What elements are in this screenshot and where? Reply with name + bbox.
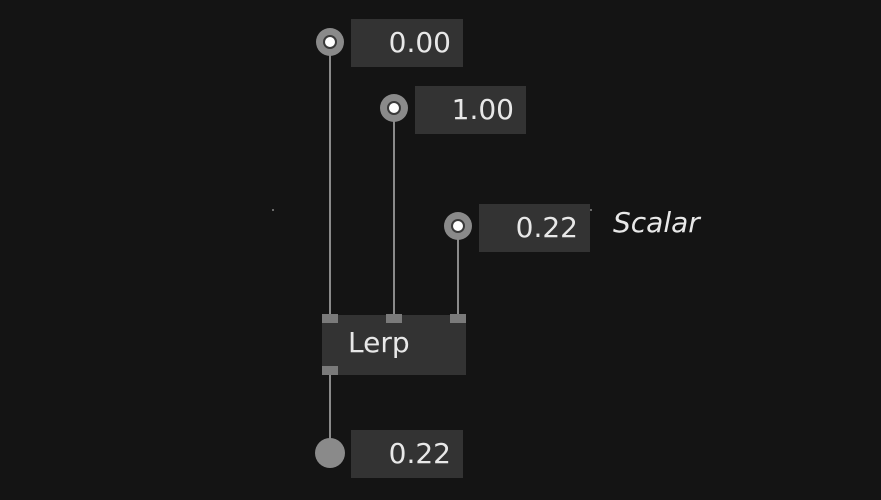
lerp-output-port[interactable] <box>322 366 338 375</box>
input-a-value-field[interactable]: 0.00 <box>351 19 463 67</box>
wire-input-b <box>393 121 395 317</box>
wire-input-a <box>329 55 331 317</box>
input-b-pin-handle[interactable] <box>380 94 408 122</box>
lerp-input-port-t[interactable] <box>450 314 466 323</box>
node-title: Lerp <box>348 326 410 359</box>
input-a-pin-handle[interactable] <box>316 28 344 56</box>
scalar-type-label: Scalar <box>613 206 700 239</box>
canvas-speck <box>272 209 274 211</box>
pin-center-icon <box>323 35 337 49</box>
pin-center-icon <box>387 101 401 115</box>
output-pin-handle[interactable] <box>315 438 345 468</box>
wire-output <box>329 373 331 443</box>
input-t-value-field[interactable]: 0.22 <box>479 204 590 252</box>
lerp-node[interactable]: Lerp <box>322 315 466 375</box>
input-b-value-field[interactable]: 1.00 <box>415 86 526 134</box>
output-value-display: 0.22 <box>351 430 463 478</box>
lerp-input-port-b[interactable] <box>386 314 402 323</box>
wire-input-t <box>457 236 459 317</box>
canvas-speck <box>590 209 592 211</box>
lerp-input-port-a[interactable] <box>322 314 338 323</box>
pin-center-icon <box>451 219 465 233</box>
input-t-pin-handle[interactable] <box>444 212 472 240</box>
